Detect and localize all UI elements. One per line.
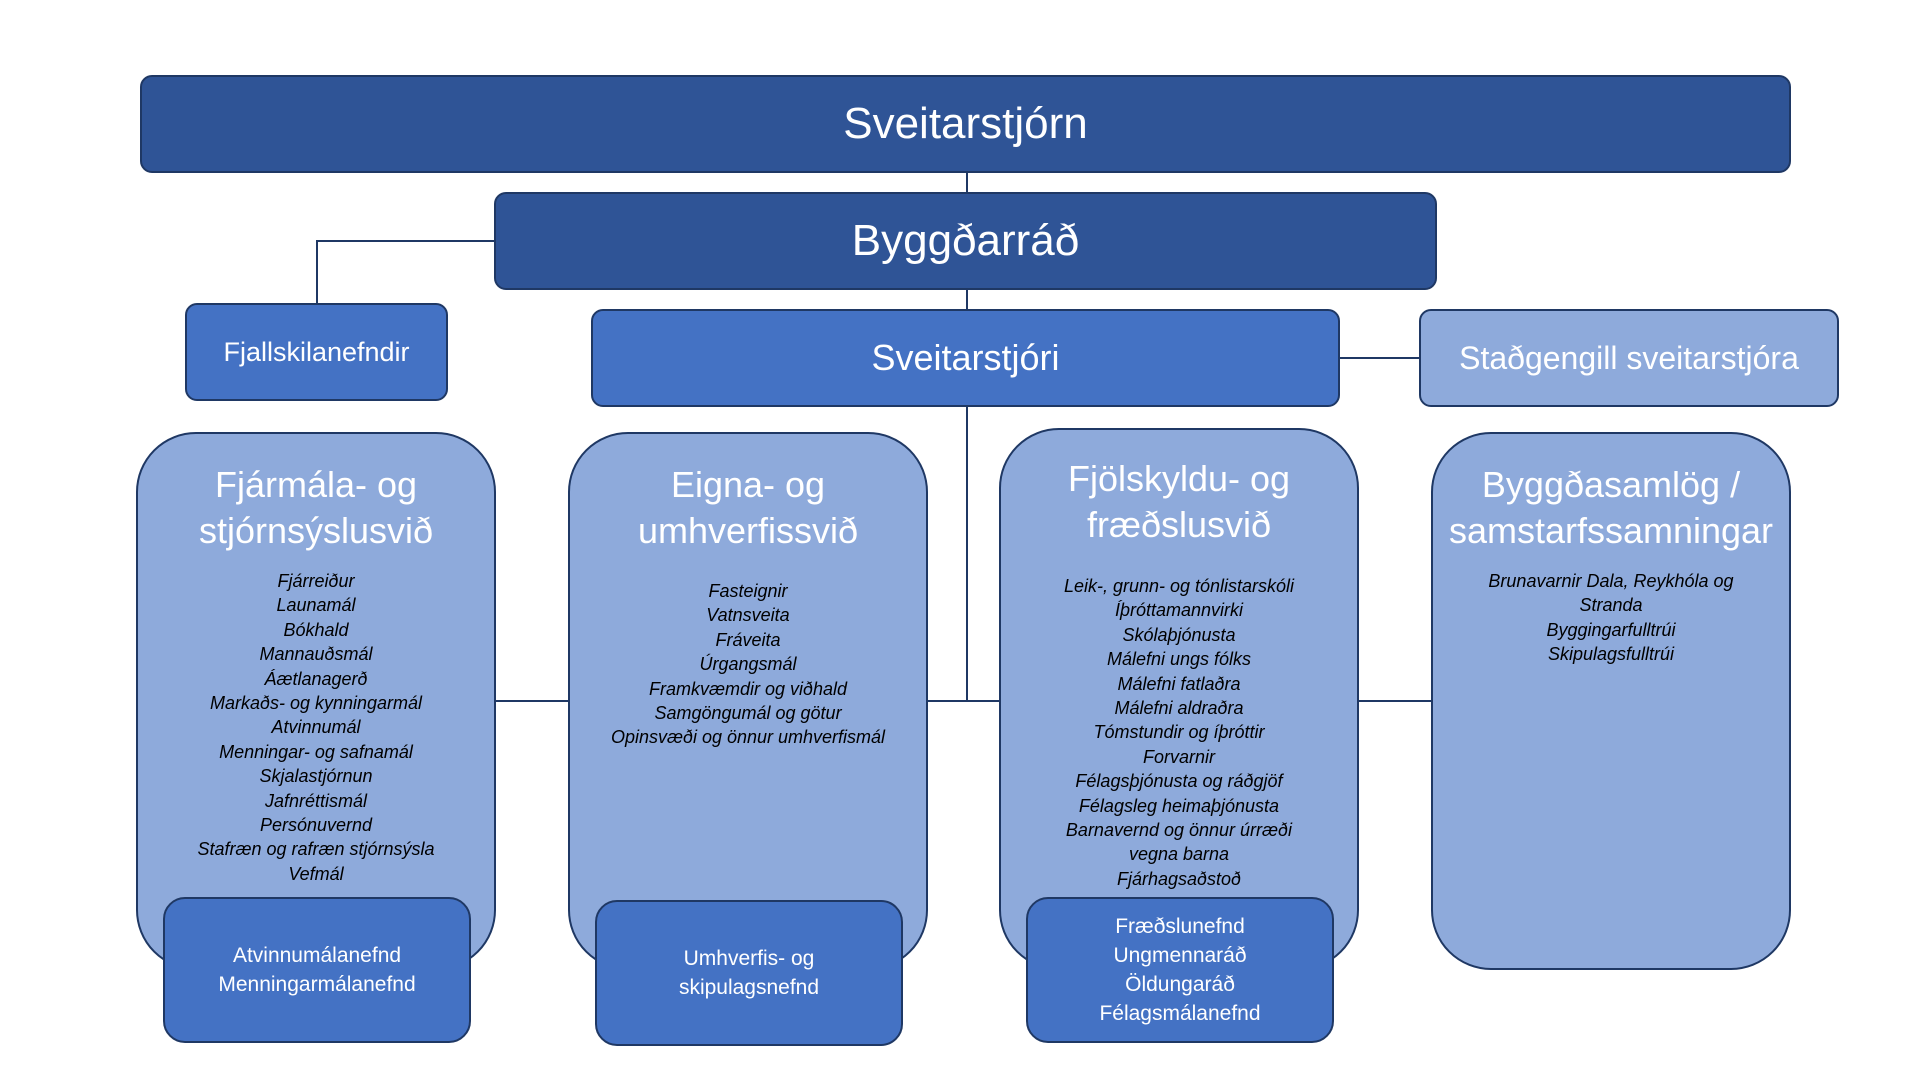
task-item: Tómstundir og íþróttir xyxy=(1093,722,1265,743)
property-environment-division: Eigna- og umhverfissvið Fasteignir Vatns… xyxy=(568,432,928,970)
task-item: Íþróttamannvirki xyxy=(1114,600,1244,621)
division-title: Fjármála- og stjórnsýslusvið xyxy=(198,464,434,551)
task-item: Forvarnir xyxy=(1142,746,1215,767)
division-title: Byggðasamlög / samstarfssamningar xyxy=(1448,464,1774,551)
task-item: Atvinnumál xyxy=(271,717,361,738)
task-item: Vefmál xyxy=(288,863,344,884)
task-item: Félagsleg heimaþjónusta xyxy=(1078,795,1280,816)
committee-item: Félagsmálanefnd xyxy=(1099,1002,1261,1025)
task-item: Brunavarnir Dala, Reykhóla og Stranda xyxy=(1488,571,1734,616)
district-council-box: Byggðarráð xyxy=(494,192,1437,290)
task-item: Byggingarfulltrúi xyxy=(1546,619,1676,640)
district-council-title: Byggðarráð xyxy=(851,216,1080,265)
task-item: Stafræn og rafræn stjórnsýsla xyxy=(197,839,435,860)
committee-item: skipulagsnefnd xyxy=(678,976,820,999)
mayor-title: Sveitarstjóri xyxy=(871,337,1060,378)
committee-item: Atvinnumálanefnd xyxy=(232,944,402,967)
connector-line xyxy=(966,172,968,194)
task-item: Málefni ungs fólks xyxy=(1106,649,1252,670)
task-item: Fráveita xyxy=(715,629,781,650)
connector-line xyxy=(316,240,496,242)
finance-administration-division: Fjármála- og stjórnsýslusvið Fjárreiður … xyxy=(136,432,496,970)
task-item: Bókhald xyxy=(283,619,349,640)
municipal-council-title: Sveitarstjórn xyxy=(843,99,1088,148)
task-item: Fjárreiður xyxy=(277,571,355,591)
connector-line xyxy=(494,700,570,702)
finance-committees-box: Atvinnumálanefnd Menningarmálanefnd xyxy=(163,897,471,1043)
connector-line xyxy=(1338,357,1421,359)
task-item: Málefni fatlaðra xyxy=(1117,673,1241,694)
committee-item: Menningarmálanefnd xyxy=(218,973,416,996)
committee-item: Umhverfis- og xyxy=(683,947,815,970)
task-item: Opinsvæði og önnur umhverfismál xyxy=(610,727,886,748)
task-item: Menningar- og safnamál xyxy=(219,741,413,762)
deputy-mayor-box: Staðgengill sveitarstjóra xyxy=(1419,309,1839,407)
task-item: Markaðs- og kynningarmál xyxy=(209,693,423,714)
connector-line xyxy=(316,240,318,304)
committee-item: Öldungaráð xyxy=(1125,973,1235,996)
mountain-committees-box: Fjallskilanefndir xyxy=(185,303,448,401)
task-item: Persónuvernd xyxy=(259,815,373,836)
mayor-box: Sveitarstjóri xyxy=(591,309,1340,407)
committee-item: Ungmennaráð xyxy=(1113,944,1247,967)
division-task-list: Fjárreiður Launamál Bókhald Mannauðsmál … xyxy=(138,569,494,886)
division-task-list: Leik-, grunn- og tónlistarskóli Íþróttam… xyxy=(1001,574,1357,891)
task-item: Félagsþjónusta og ráðgjöf xyxy=(1075,771,1283,792)
task-item: Skjalastjórnun xyxy=(259,766,373,787)
task-item: Úrgangsmál xyxy=(699,654,797,675)
task-item: Launamál xyxy=(276,595,356,616)
connector-line xyxy=(1356,700,1432,702)
task-item: Leik-, grunn- og tónlistarskóli xyxy=(1063,576,1295,596)
connector-line xyxy=(966,289,968,310)
committee-item: Fræðslunefnd xyxy=(1115,915,1245,938)
task-item: Vatnsveita xyxy=(706,605,790,626)
family-education-division: Fjölskyldu- og fræðslusvið Leik-, grunn-… xyxy=(999,428,1359,970)
task-item: Fasteignir xyxy=(708,581,788,601)
connector-line xyxy=(966,405,968,701)
task-item: Skólaþjónusta xyxy=(1122,624,1236,645)
deputy-mayor-title: Staðgengill sveitarstjóra xyxy=(1459,339,1799,376)
task-item: Skipulagsfulltrúi xyxy=(1547,644,1675,665)
joint-ventures-division: Byggðasamlög / samstarfssamningar Brunav… xyxy=(1431,432,1791,970)
task-item: Barnavernd og önnur úrræði vegna barna xyxy=(1065,820,1293,865)
connector-line xyxy=(925,700,1001,702)
task-item: Fjárhagsaðstoð xyxy=(1116,868,1242,889)
task-item: Málefni aldraðra xyxy=(1114,698,1244,719)
task-item: Áætlanagerð xyxy=(264,668,368,689)
division-title: Eigna- og umhverfissvið xyxy=(637,464,859,551)
task-item: Jafnréttismál xyxy=(264,790,368,811)
division-task-list: Fasteignir Vatnsveita Fráveita Úrgangsmá… xyxy=(570,579,926,750)
family-committees-box: Fræðslunefnd Ungmennaráð Öldungaráð Féla… xyxy=(1026,897,1334,1043)
task-item: Mannauðsmál xyxy=(259,644,373,665)
environment-committee-box: Umhverfis- og skipulagsnefnd xyxy=(595,900,903,1046)
division-task-list: Brunavarnir Dala, Reykhóla og Stranda By… xyxy=(1433,569,1789,667)
municipal-council-box: Sveitarstjórn xyxy=(140,75,1791,173)
mountain-committees-title: Fjallskilanefndir xyxy=(223,336,410,367)
task-item: Framkvæmdir og viðhald xyxy=(648,678,848,699)
task-item: Samgöngumál og götur xyxy=(654,703,842,724)
division-title: Fjölskyldu- og fræðslusvið xyxy=(1067,458,1291,545)
